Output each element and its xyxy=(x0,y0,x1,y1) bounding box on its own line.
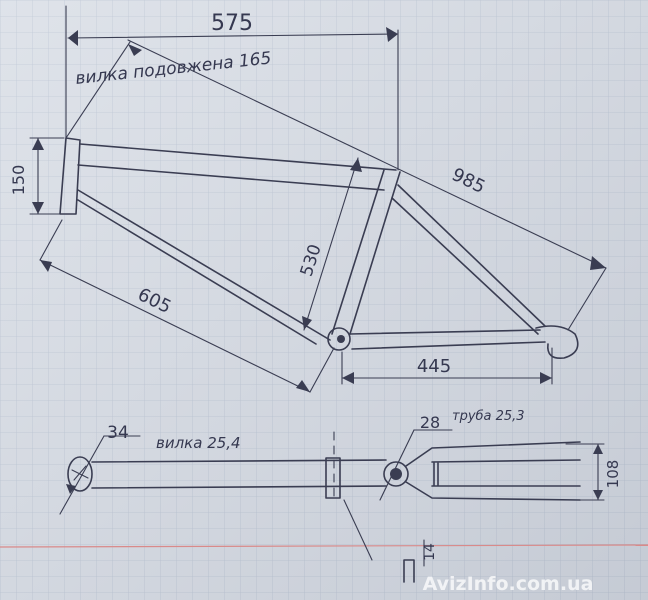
seat-stays xyxy=(391,184,546,335)
dim-445-arrow-left xyxy=(342,372,354,384)
dim-605-arrow-right xyxy=(296,380,310,392)
frame-top-view: 34 вилка 25,4 28 труба 25,3 108 14 xyxy=(59,409,622,583)
down-tube xyxy=(77,189,331,345)
dim-985-arrow xyxy=(590,256,606,270)
dim-14-label: 14 xyxy=(422,543,438,561)
dim-108-arrow-top xyxy=(593,444,603,454)
dim-108-label: 108 xyxy=(604,460,622,489)
fork-diameter-note: вилка 25,4 xyxy=(156,434,241,452)
dim-575-label: 575 xyxy=(211,11,253,36)
dim-985-ext xyxy=(567,267,607,331)
fork-note-arrow xyxy=(128,44,142,56)
head-tube xyxy=(59,137,81,215)
chainstays xyxy=(349,329,546,350)
dim-34-leader xyxy=(59,435,105,515)
dim-530-arrow-top xyxy=(350,158,362,172)
top-tube xyxy=(77,143,397,191)
bottom-bracket-dot xyxy=(337,335,345,343)
dim-985-line xyxy=(127,39,607,269)
dim-575-arrow-left xyxy=(68,30,78,46)
dim-445-label: 445 xyxy=(417,356,451,377)
fork-note-leader xyxy=(65,41,131,139)
dim-575-line xyxy=(67,33,399,39)
dim-28-leader xyxy=(379,429,415,501)
dim-445-arrow-right xyxy=(540,372,552,384)
dim-150-label: 150 xyxy=(9,165,28,196)
dim-605-arrow-left xyxy=(40,260,52,272)
top-view-seat-tube xyxy=(383,461,409,487)
dim-605-ext-left xyxy=(39,219,63,261)
dim-530-line xyxy=(303,157,359,331)
dim-28-label: 28 xyxy=(420,413,440,432)
top-view-bb-shell xyxy=(325,457,341,499)
dim-150-arrow-top xyxy=(32,138,44,150)
dim-530-arrow-bottom xyxy=(302,316,312,330)
dim-605-line xyxy=(39,259,311,393)
rear-dropout xyxy=(535,325,579,360)
seatpost-note: труба 25,3 xyxy=(452,409,525,424)
top-view-pointer xyxy=(343,499,373,561)
dim-605-ext-right xyxy=(309,347,335,393)
paper-margin-line xyxy=(0,544,648,548)
top-view-head-tube-hatch xyxy=(71,465,89,481)
dim-150-arrow-bottom xyxy=(32,202,44,214)
seat-tube xyxy=(331,169,401,335)
dropout-slot xyxy=(403,559,415,583)
top-view-head-tube xyxy=(67,456,93,492)
dim-108-arrow-bottom xyxy=(593,490,603,500)
dim-34-label: 34 xyxy=(107,423,129,443)
top-view-chainstays xyxy=(431,459,581,487)
dim-575-arrow-right xyxy=(386,27,398,42)
top-view-stays xyxy=(405,441,581,501)
watermark: AvizInfo.com.ua xyxy=(423,573,594,595)
dim-34-arrow xyxy=(66,484,76,494)
top-view-main-tube xyxy=(91,459,387,489)
bottom-bracket xyxy=(327,327,351,351)
top-view-seat-tube-fill xyxy=(390,468,402,480)
